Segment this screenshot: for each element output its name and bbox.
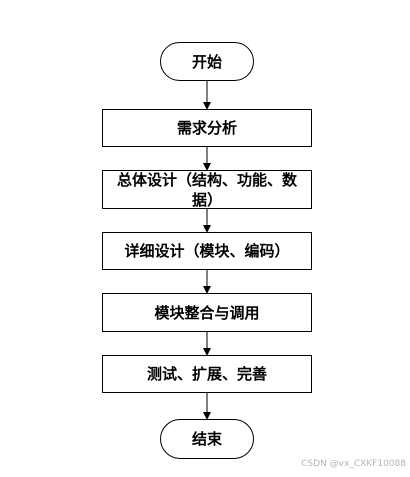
step-module-integration: 模块整合与调用	[102, 293, 312, 332]
step-testing-extension: 测试、扩展、完善	[102, 355, 312, 393]
step-label: 详细设计（模块、编码）	[124, 242, 290, 260]
step-label: 测试、扩展、完善	[146, 365, 267, 383]
step-detailed-design: 详细设计（模块、编码）	[102, 232, 312, 270]
end-node: 结束	[160, 419, 254, 459]
end-label: 结束	[191, 430, 222, 448]
watermark: CSDN @vx_CXKF10088	[301, 459, 406, 469]
step-label: 需求分析	[176, 119, 237, 137]
step-overall-design: 总体设计（结构、功能、数据）	[102, 170, 312, 209]
step-requirements-analysis: 需求分析	[102, 109, 312, 147]
start-node: 开始	[160, 42, 254, 81]
start-label: 开始	[191, 52, 222, 71]
step-label: 总体设计（结构、功能、数据）	[116, 170, 297, 209]
step-label: 模块整合与调用	[154, 303, 260, 322]
